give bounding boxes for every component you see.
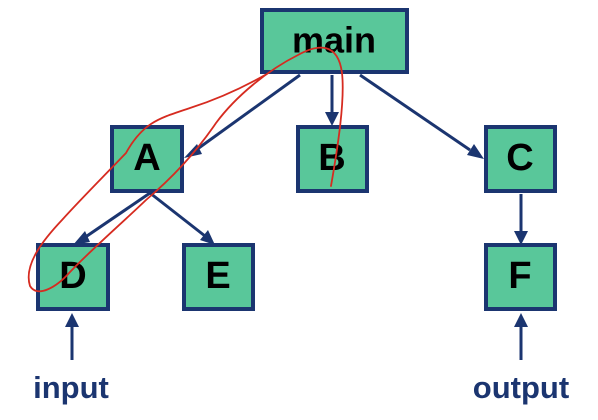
- input-label: input: [33, 370, 109, 405]
- node-d-label: D: [59, 255, 86, 297]
- node-d: D: [36, 243, 110, 311]
- edge-c-f: [514, 194, 528, 245]
- node-e: E: [182, 243, 255, 311]
- node-c: C: [484, 125, 557, 193]
- edge-main-c: [359, 73, 484, 159]
- node-f-label: F: [508, 255, 531, 297]
- node-f: F: [484, 243, 557, 311]
- output-label: output: [473, 370, 569, 405]
- edge-a-e: [149, 191, 215, 245]
- edge-main-b: [325, 75, 339, 126]
- node-e-label: E: [205, 255, 230, 297]
- node-b: B: [296, 125, 369, 193]
- edge-input-d: [65, 313, 79, 360]
- node-b-label: B: [318, 137, 345, 179]
- edge-a-d: [73, 191, 151, 245]
- edge-output-f: [514, 313, 528, 360]
- hand-drawn-annotation-loop: [27, 46, 344, 293]
- node-a-label: A: [133, 137, 160, 179]
- node-main-label: main: [292, 20, 376, 61]
- node-c-label: C: [506, 137, 533, 179]
- node-a: A: [110, 125, 184, 193]
